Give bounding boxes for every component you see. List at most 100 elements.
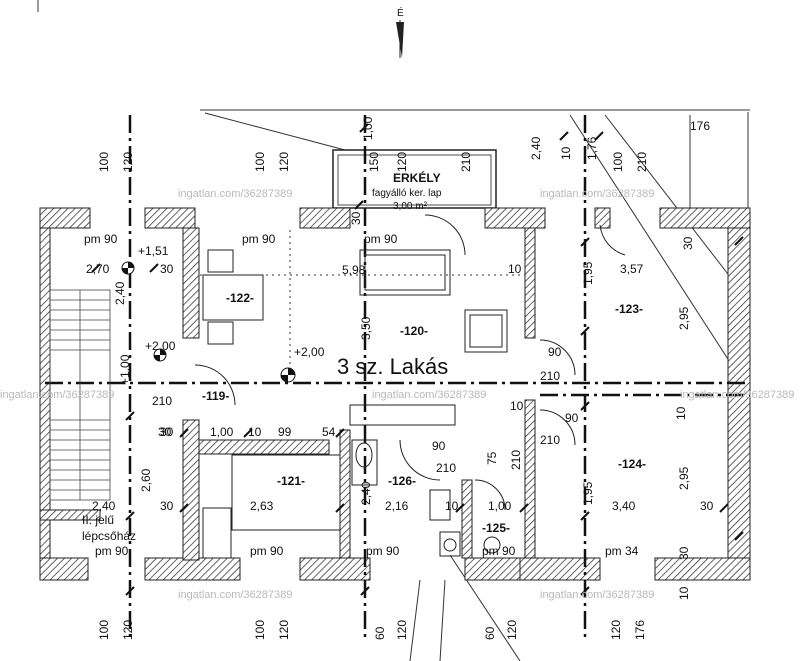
room-code: -124-	[618, 457, 646, 471]
north-arrow-icon	[396, 20, 404, 58]
svg-text:120: 120	[609, 620, 623, 640]
svg-text:90: 90	[565, 411, 579, 425]
svg-text:2,95: 2,95	[677, 306, 691, 330]
watermarks: ingatlan.com/36287389 ingatlan.com/36287…	[0, 188, 794, 601]
svg-text:210: 210	[509, 450, 523, 470]
svg-text:210: 210	[459, 152, 473, 172]
svg-text:2,60: 2,60	[139, 468, 153, 492]
svg-text:pm 90: pm 90	[242, 232, 276, 246]
dimension-labels: 2,70 30 5,98 10 3,57 1,00 99 54 10 30 2,…	[86, 262, 714, 513]
room-codes: -122- -120- -123- -119- -121- -126- -124…	[202, 291, 646, 535]
svg-text:ingatlan.com/36287389: ingatlan.com/36287389	[178, 188, 292, 200]
furniture	[202, 249, 508, 559]
svg-text:30: 30	[158, 425, 172, 439]
svg-text:30: 30	[677, 546, 691, 560]
svg-text:1,95: 1,95	[581, 481, 595, 505]
svg-text:10: 10	[510, 399, 524, 413]
north-label: É	[397, 6, 404, 19]
svg-text:100: 100	[253, 152, 267, 172]
svg-text:pm 90: pm 90	[95, 544, 129, 558]
svg-text:1,00: 1,00	[361, 116, 375, 140]
svg-text:+2,00: +2,00	[294, 345, 325, 359]
svg-text:3,50: 3,50	[359, 316, 373, 340]
svg-text:120: 120	[277, 152, 291, 172]
svg-text:150: 150	[367, 152, 381, 172]
dimension-ticks	[91, 123, 744, 596]
svg-text:pm 90: pm 90	[364, 232, 398, 246]
svg-text:210: 210	[540, 369, 560, 383]
svg-text:+1,00: +1,00	[118, 354, 132, 385]
room-code: -126-	[388, 474, 416, 488]
svg-text:90: 90	[548, 345, 562, 359]
level-labels: pm 90 pm 90 pm 90 pm 90 pm 90 pm 90 pm 9…	[84, 232, 639, 558]
svg-text:ingatlan.com/36287389: ingatlan.com/36287389	[178, 589, 292, 601]
stair-label-1: II. jelű	[82, 513, 114, 527]
svg-text:3,57: 3,57	[620, 262, 644, 276]
svg-text:10: 10	[508, 262, 522, 276]
room-code: -122-	[226, 291, 254, 305]
vertical-dimension-labels: 100 120 100 120 1,00 150 120 210 2,40 10…	[97, 116, 695, 640]
svg-text:100: 100	[253, 620, 267, 640]
svg-text:30: 30	[160, 262, 174, 276]
svg-text:54: 54	[322, 425, 336, 439]
svg-text:100: 100	[97, 620, 111, 640]
svg-text:210: 210	[635, 152, 649, 172]
balcony: ERKÉLY fagyálló ker. lap 3,00 m²	[332, 149, 497, 212]
balcony-floor: fagyálló ker. lap	[372, 188, 442, 199]
apartment-label: 3 sz. Lakás	[337, 354, 448, 379]
svg-text:10: 10	[248, 425, 262, 439]
svg-text:10: 10	[674, 406, 688, 420]
svg-text:2,40: 2,40	[529, 136, 543, 160]
staircase	[49, 289, 111, 501]
svg-text:pm 90: pm 90	[482, 544, 516, 558]
svg-text:pm 90: pm 90	[250, 544, 284, 558]
svg-text:ingatlan.com/36287389: ingatlan.com/36287389	[0, 389, 114, 401]
level-marker-icon	[121, 261, 296, 383]
svg-text:2,70: 2,70	[86, 262, 110, 276]
svg-text:99: 99	[278, 425, 292, 439]
door-swings	[194, 214, 626, 511]
svg-text:2,40: 2,40	[92, 499, 116, 513]
svg-text:2,16: 2,16	[385, 499, 409, 513]
svg-text:75: 75	[485, 451, 499, 465]
svg-text:ingatlan.com/36287389: ingatlan.com/36287389	[680, 389, 794, 401]
svg-text:10: 10	[559, 146, 573, 160]
svg-text:3,40: 3,40	[612, 499, 636, 513]
svg-text:1,00: 1,00	[488, 499, 512, 513]
svg-text:100: 100	[611, 152, 625, 172]
svg-text:1,00: 1,00	[210, 425, 234, 439]
svg-text:5,98: 5,98	[342, 263, 366, 277]
stair-label-2: lépcsőház	[82, 529, 136, 543]
room-code: -119-	[202, 389, 229, 403]
building-number: 176	[690, 119, 710, 133]
room-code: -125-	[482, 521, 510, 535]
svg-text:210: 210	[540, 433, 560, 447]
svg-text:30: 30	[349, 211, 363, 225]
svg-text:60: 60	[483, 626, 497, 640]
svg-text:2,63: 2,63	[250, 499, 274, 513]
svg-text:30: 30	[160, 425, 174, 439]
svg-text:1,76: 1,76	[585, 136, 599, 160]
svg-text:ingatlan.com/36287389: ingatlan.com/36287389	[372, 389, 486, 401]
svg-text:120: 120	[395, 152, 409, 172]
room-code: -121-	[277, 474, 305, 488]
svg-text:210: 210	[152, 394, 172, 408]
svg-text:120: 120	[121, 620, 135, 640]
svg-text:120: 120	[277, 620, 291, 640]
svg-text:+2,00: +2,00	[145, 339, 176, 353]
svg-text:10: 10	[445, 499, 459, 513]
svg-text:90: 90	[432, 439, 446, 453]
svg-text:+1,51: +1,51	[138, 244, 169, 258]
site-lines	[37, 0, 750, 661]
svg-text:2,40: 2,40	[113, 281, 127, 305]
svg-text:pm 90: pm 90	[84, 232, 118, 246]
svg-text:60: 60	[373, 626, 387, 640]
svg-text:1,95: 1,95	[581, 261, 595, 285]
svg-text:ingatlan.com/36287389: ingatlan.com/36287389	[540, 589, 654, 601]
svg-text:2,40: 2,40	[359, 481, 373, 505]
svg-text:pm 90: pm 90	[366, 544, 400, 558]
svg-text:30: 30	[700, 499, 714, 513]
svg-text:176: 176	[633, 620, 647, 640]
room-code: -120-	[400, 324, 428, 338]
